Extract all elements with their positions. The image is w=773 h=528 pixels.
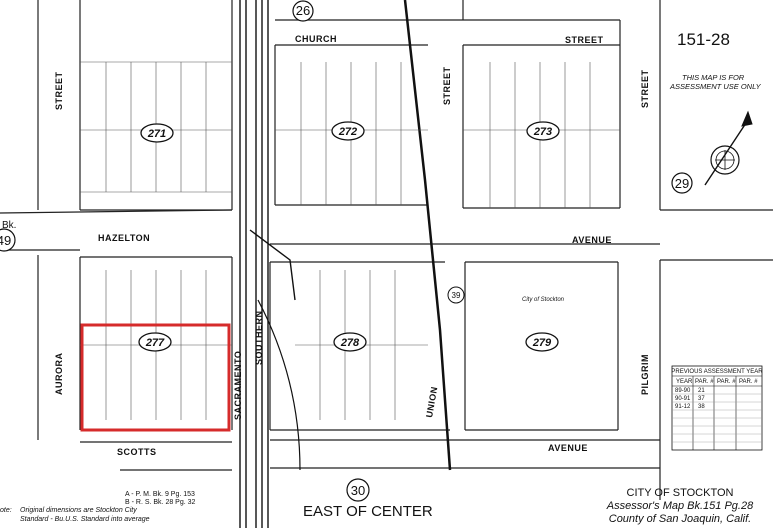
footer-county: County of San Joaquin, Calif. (609, 513, 751, 525)
svg-text:26: 26 (296, 3, 310, 18)
block-277-label: 277 (145, 337, 165, 349)
block-271: 271 (140, 123, 174, 143)
svg-text:PREVIOUS ASSESSMENT YEAR: PREVIOUS ASSESSMENT YEAR (671, 369, 763, 375)
assessment-note-2: ASSESSMENT USE ONLY (669, 82, 762, 91)
street-hazelton: HAZELTON (98, 233, 150, 243)
footnote-prefix: ote: (0, 507, 12, 514)
svg-text:YEAR: YEAR (676, 379, 693, 385)
street-southern-pacific: SOUTHERN (254, 310, 264, 365)
svg-text:Bk.: Bk. (2, 220, 16, 231)
block-279: 279 (525, 332, 559, 352)
svg-text:29: 29 (675, 176, 689, 191)
block-279-label: 279 (532, 337, 552, 349)
footnote-2: Standard - Bu.U.S. Standard into average (20, 516, 150, 523)
svg-text:49: 49 (0, 233, 11, 248)
block-273: 273 (526, 121, 560, 141)
circled-49: 49 Bk. (0, 220, 16, 252)
street-aurora: AURORA (54, 353, 64, 396)
block-271-label: 271 (147, 128, 166, 140)
svg-text:91-12: 91-12 (675, 404, 691, 410)
block-273-label: 273 (533, 126, 552, 138)
svg-text:PAR. #: PAR. # (717, 379, 736, 385)
street-right: STREET (640, 69, 650, 108)
street-left: STREET (54, 71, 64, 110)
street-lines (0, 0, 773, 500)
svg-text:PAR. #: PAR. # (695, 379, 714, 385)
street-sacramento: SACRAMENTO (233, 351, 243, 420)
note-city-of-stockton: City of Stockton (522, 297, 565, 303)
street-avenue-bottom: AVENUE (548, 443, 588, 453)
street-church: CHURCH (295, 34, 337, 44)
north-arrow-icon (704, 110, 753, 186)
railroad-tracks (239, 0, 452, 528)
svg-text:39: 39 (452, 291, 461, 300)
block-278-label: 278 (340, 337, 360, 349)
map-book-page: 151-28 (677, 30, 730, 49)
svg-text:30: 30 (351, 483, 365, 498)
svg-text:90-91: 90-91 (675, 396, 691, 402)
block-278: 278 (333, 332, 367, 352)
svg-text:89-90: 89-90 (675, 388, 691, 394)
street-avenue-mid: AVENUE (572, 235, 612, 245)
street-mid: STREET (442, 66, 452, 105)
circled-30: 30 (346, 478, 370, 502)
block-272-label: 272 (338, 126, 357, 138)
circled-26: 26 (292, 0, 314, 22)
street-top: STREET (565, 35, 604, 45)
svg-text:38: 38 (698, 404, 705, 410)
footer-city: CITY OF STOCKTON (627, 487, 734, 499)
street-pilgrim: PILGRIM (640, 354, 650, 395)
street-scotts: SCOTTS (117, 447, 157, 457)
footnote-1: Original dimensions are Stockton City (20, 507, 137, 514)
note-ref-b: B - R. S. Bk. 28 Pg. 32 (125, 499, 196, 506)
circled-29: 29 (671, 172, 693, 194)
svg-text:37: 37 (698, 396, 705, 402)
svg-text:21: 21 (698, 388, 705, 394)
assessment-note-1: THIS MAP IS FOR (682, 73, 745, 82)
highlighted-parcel-box (80, 323, 231, 432)
street-east-of-center: EAST OF CENTER (303, 503, 433, 520)
previous-assessment-table: PREVIOUS ASSESSMENT YEAR YEAR PAR. # PAR… (671, 365, 763, 451)
note-ref-a: A - P. M. Bk. 9 Pg. 153 (125, 491, 195, 498)
block-277: 277 (138, 332, 172, 352)
block-272: 272 (331, 121, 365, 141)
footer-map-ref: Assessor's Map Bk.151 Pg.28 (606, 500, 754, 512)
svg-text:PAR. #: PAR. # (739, 379, 758, 385)
circled-39: 39 (447, 286, 465, 304)
